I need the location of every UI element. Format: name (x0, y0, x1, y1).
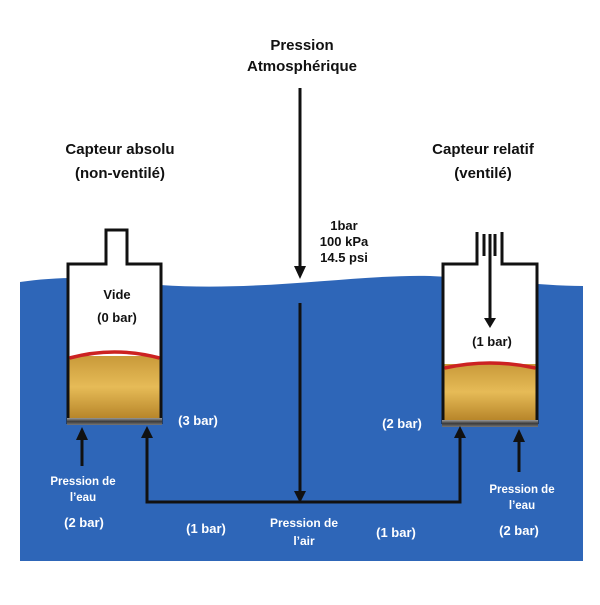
absolute-membrane (69, 350, 160, 360)
air-left-value: (1 bar) (186, 521, 226, 536)
absolute-water-label-line1: Pression de (50, 476, 115, 488)
absolute-piston (69, 356, 160, 418)
absolute-sensor-casing (66, 228, 163, 424)
air-pipe-right-arrow-head (454, 426, 466, 438)
absolute-side-value: (3 bar) (178, 413, 218, 428)
title-line2: Atmosphérique (247, 58, 357, 75)
atmosphere-value-psi: 14.5 psi (320, 250, 368, 265)
absolute-title-line2: (non-ventilé) (75, 165, 165, 182)
relative-title-line2: (ventilé) (454, 165, 512, 182)
relative-water-arrow-head (513, 429, 525, 442)
absolute-base-plate (67, 418, 162, 425)
relative-sensor-casing (441, 232, 539, 424)
absolute-chamber-value: (0 bar) (97, 310, 137, 325)
relative-water-value: (2 bar) (499, 523, 539, 538)
atmosphere-value-kpa: 100 kPa (320, 234, 369, 249)
relative-water-label-line1: Pression de (489, 484, 554, 496)
atmosphere-value-bar: 1bar (330, 218, 357, 233)
absolute-sensor-neck-interior (106, 230, 127, 266)
title-line1: Pression (270, 37, 333, 54)
air-label-line2: l’air (293, 534, 315, 548)
absolute-title-line1: Capteur absolu (65, 141, 174, 158)
air-arrow-head (294, 491, 306, 503)
relative-water-label-line2: l’eau (509, 500, 535, 512)
relative-sensor (441, 230, 539, 427)
absolute-chamber-label: Vide (103, 287, 130, 302)
absolute-water-arrow-head (76, 427, 88, 440)
relative-vent-arrow-head (484, 318, 496, 328)
relative-chamber-value: (1 bar) (472, 334, 512, 349)
absolute-water-label-line2: l’eau (70, 492, 96, 504)
relative-membrane (444, 361, 536, 370)
absolute-water-value: (2 bar) (64, 515, 104, 530)
relative-title-line1: Capteur relatif (432, 141, 535, 158)
air-pipe-left-arrow-head (141, 426, 153, 438)
air-right-value: (1 bar) (376, 525, 416, 540)
air-label-line1: Pression de (270, 516, 338, 530)
relative-piston (444, 364, 536, 420)
absolute-sensor (66, 228, 163, 425)
relative-side-value: (2 bar) (382, 416, 422, 431)
relative-base-plate (442, 420, 538, 427)
air-pipe (145, 436, 462, 504)
atmosphere-arrow-head (294, 266, 306, 279)
